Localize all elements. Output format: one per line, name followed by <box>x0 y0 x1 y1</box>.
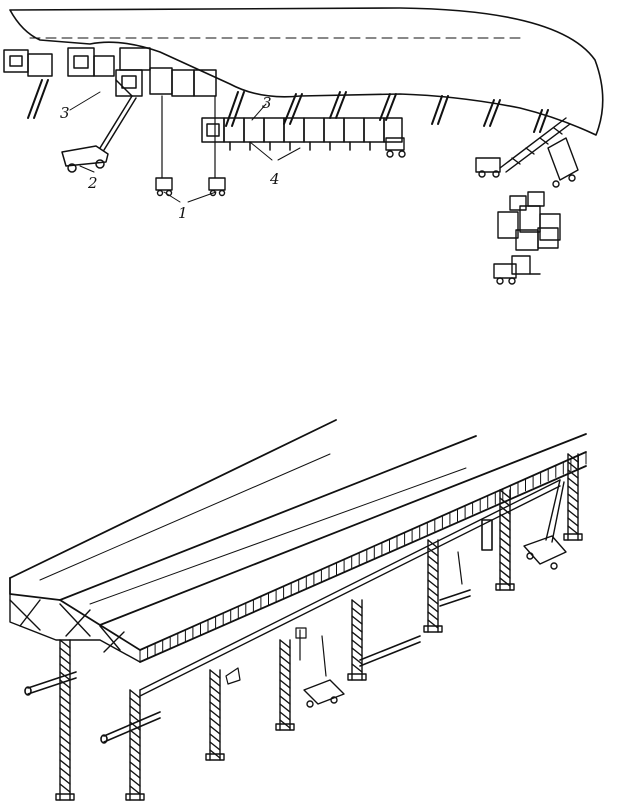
lattice-column <box>495 489 515 591</box>
callout-3-right: 3 <box>262 94 272 112</box>
box-sections-row-upper <box>3 47 217 97</box>
hull-support-posts <box>27 79 549 133</box>
deck-outline <box>9 419 587 663</box>
top-figure-assembly-scheme: 1 2 3 3 4 <box>3 7 604 285</box>
support-columns <box>55 453 583 801</box>
box-sections-row-lower <box>201 117 403 151</box>
truck-crane-right <box>523 479 567 570</box>
deck-end-profile <box>9 593 141 663</box>
callout-4: 4 <box>269 170 280 188</box>
lattice-column <box>125 689 145 801</box>
ground-carts <box>303 679 345 708</box>
lattice-column <box>423 539 443 633</box>
callout-leaders <box>69 91 301 203</box>
ship-hull-outline <box>9 7 604 136</box>
lattice-column <box>347 599 367 681</box>
small-tractor <box>385 137 406 158</box>
tower-crane-right <box>475 117 579 188</box>
stacked-blocks <box>497 191 561 251</box>
callout-1: 1 <box>178 204 188 222</box>
callout-3-left: 3 <box>60 104 70 122</box>
forklift-truck <box>493 255 541 285</box>
truck-crane-left <box>61 79 137 173</box>
callout-2: 2 <box>87 174 98 192</box>
hoist-cables <box>161 95 216 179</box>
deck-highlight-lines <box>39 453 467 605</box>
overhead-rail <box>139 479 561 697</box>
lattice-column <box>205 669 225 761</box>
lattice-column <box>275 639 295 731</box>
lattice-column <box>563 453 583 541</box>
deck-truss-ribs <box>139 451 587 663</box>
bottom-figure-bridge-gantry <box>9 419 587 801</box>
lattice-column <box>55 639 75 801</box>
pipe-sections <box>24 519 493 744</box>
hanging-hoists <box>225 551 463 685</box>
